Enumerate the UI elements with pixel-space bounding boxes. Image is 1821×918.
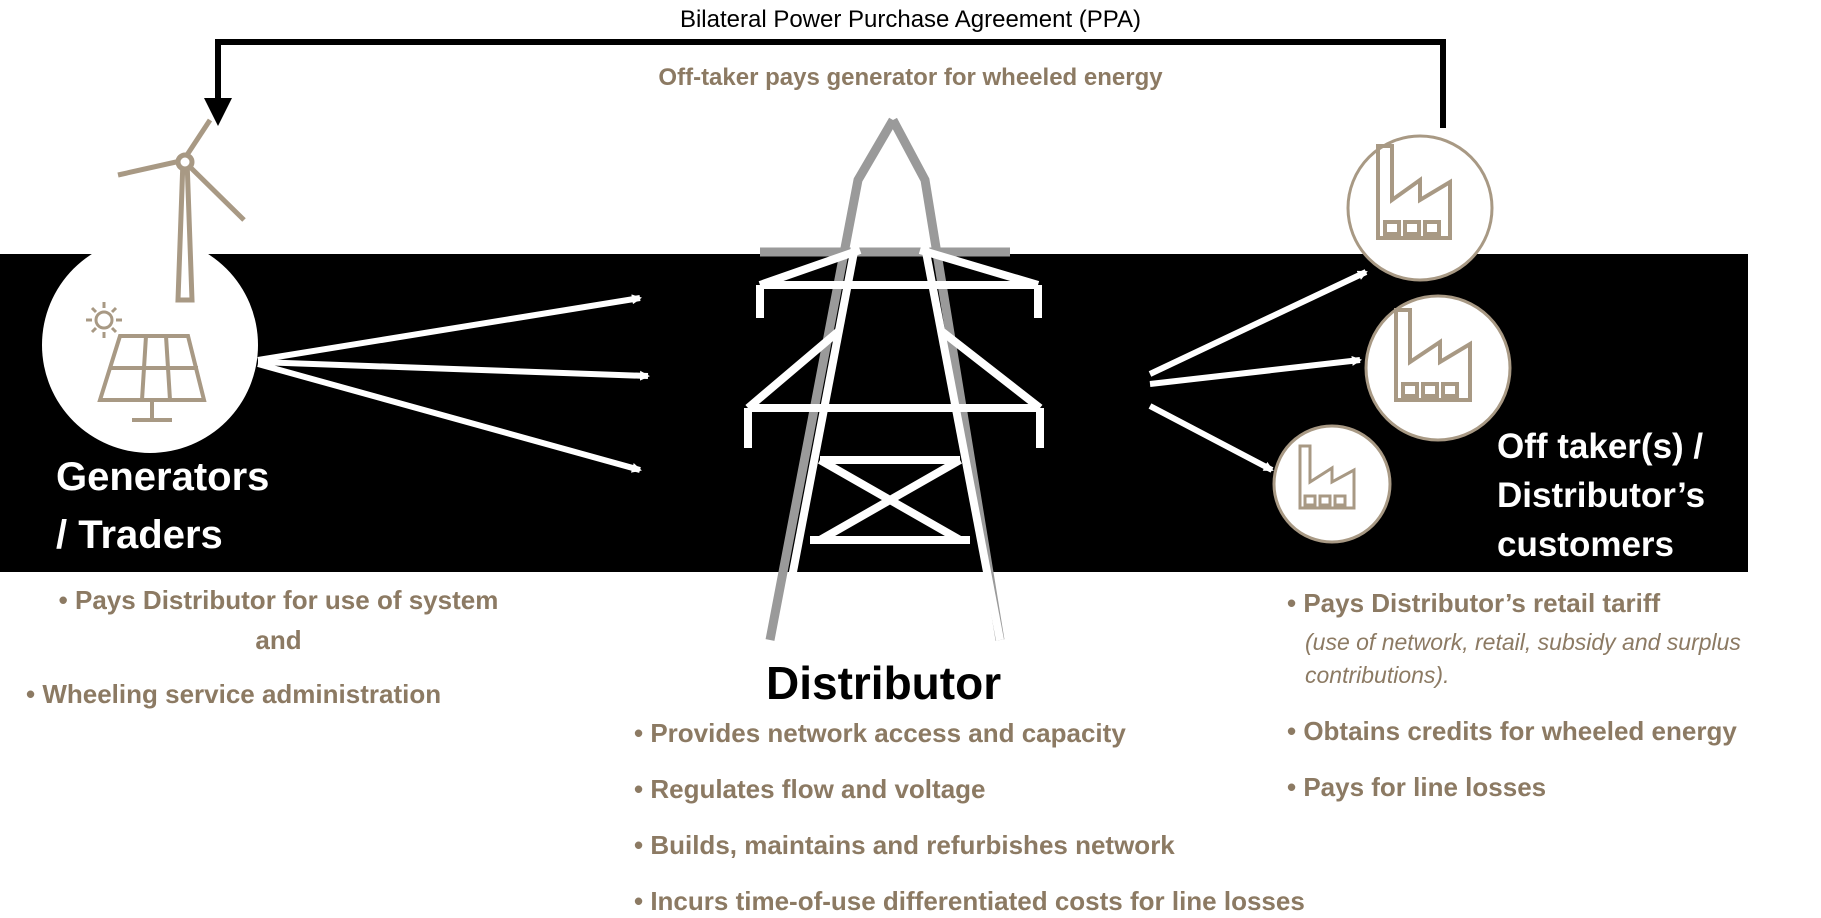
retail-tariff-note-line1: (use of network, retail, subsidy and sur… [1305,629,1741,655]
ppa-label: Bilateral Power Purchase Agreement (PPA) [679,6,1142,33]
distributor-bullet-2: • Regulates flow and voltage [634,774,986,804]
offtaker-bullet-2: • Obtains credits for wheeled energy [1287,716,1737,746]
factory-icon [1346,134,1494,282]
distributor-bullet-3: • Builds, maintains and refurbishes netw… [634,830,1175,860]
factory-icon [1364,294,1512,442]
distributor-bullet-4: • Incurs time-of-use differentiated cost… [634,886,1305,916]
factory-icon [1272,424,1392,544]
generator-arrows [257,294,650,473]
offtakers-label: Off taker(s) / Distributor’s customers [1497,422,1705,569]
generator-icon-group [42,118,258,453]
generators-label: Generators / Traders [56,448,269,564]
offtakers-label-line3: customers [1497,525,1675,564]
retail-tariff-note-line2: contributions). [1305,662,1450,688]
offtakers-label-line1: Off taker(s) / [1497,427,1704,466]
payment-note: Off-taker pays generator for wheeled ene… [658,64,1163,91]
retail-tariff-note: (use of network, retail, subsidy and sur… [1305,626,1741,692]
ppa-arrowhead [204,98,232,126]
generators-label-line1: Generators [56,455,270,499]
distributor-title: Distributor [766,657,1002,709]
generator-bullet-1: • Pays Distributor for use of system [58,585,499,615]
arrow-top [257,294,642,363]
generator-bullet-and: and [255,625,302,655]
distributor-bullet-1: • Provides network access and capacity [634,718,1126,748]
offtakers-label-line2: Distributor’s [1497,476,1706,515]
arrow-bottom [257,361,642,473]
sun-icon [86,302,122,338]
wind-turbine-icon [117,118,246,303]
arrow-middle [257,359,650,381]
offtaker-arrows [1148,269,1368,473]
arrow-to-factory-1 [1148,269,1368,377]
generator-bullet-2: • Wheeling service administration [26,679,442,709]
offtaker-bullet-1: • Pays Distributor’s retail tariff [1287,588,1661,618]
ppa-connector [204,39,1446,128]
arrow-to-factory-2 [1149,355,1362,387]
generators-label-line2: / Traders [56,513,223,557]
arrow-to-factory-3 [1148,403,1274,473]
solar-panel-icon [97,334,207,422]
generator-bullets: • Pays Distributor for use of system and [26,580,531,660]
offtaker-bullet-3: • Pays for line losses [1287,772,1547,802]
transmission-tower-icon [744,117,1044,641]
